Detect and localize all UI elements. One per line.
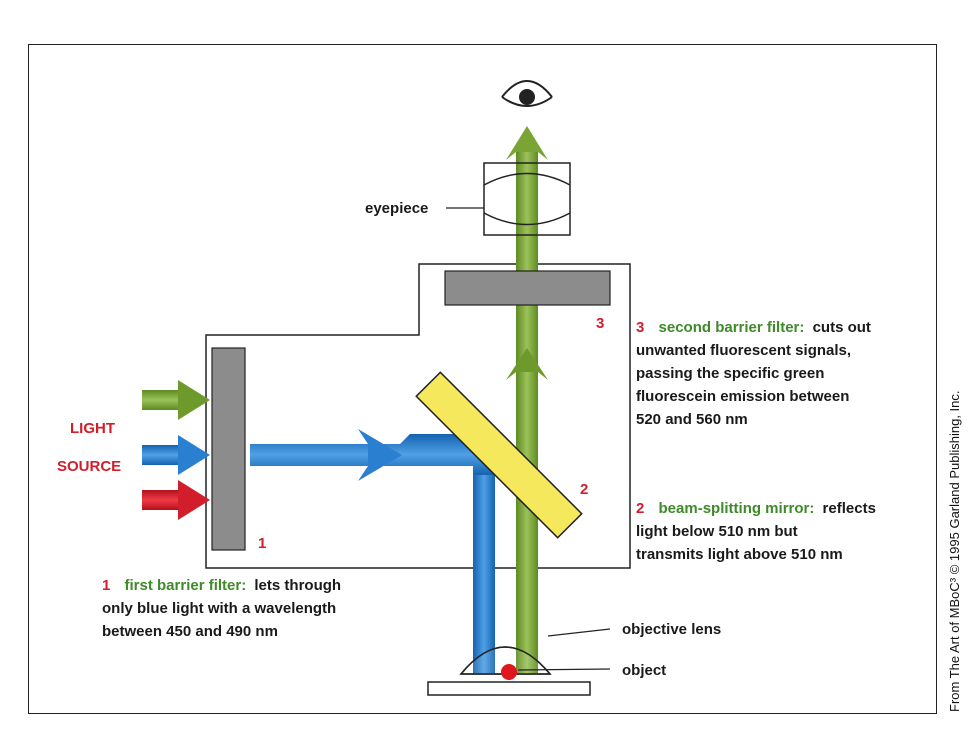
note1-line2: only blue light with a wavelength xyxy=(102,600,336,617)
light-source-label-line1: LIGHT xyxy=(70,420,115,437)
object-label: object xyxy=(622,662,666,679)
svg-text:2 beam-splitting mirror:: 2 beam-splitting mirror: reflects xyxy=(636,500,876,517)
note3-line4: fluorescein emission between xyxy=(636,388,849,405)
second-barrier-filter xyxy=(444,270,611,306)
light-source-label-line2: SOURCE xyxy=(57,458,121,475)
note-second-barrier-filter: 3 second barrier filter: cuts out unwant… xyxy=(636,319,871,428)
object-dot xyxy=(501,664,517,680)
marker-1: 1 xyxy=(258,535,266,552)
beam-splitting-mirror xyxy=(415,371,583,539)
objective-lens-label: objective lens xyxy=(622,621,721,638)
note3-line5: 520 and 560 nm xyxy=(636,411,748,428)
copyright-credit: From The Art of MBoC³ © 1995 Garland Pub… xyxy=(947,390,962,712)
note3-line3: passing the specific green xyxy=(636,365,824,382)
note3-line1: cuts out xyxy=(813,319,871,336)
first-barrier-filter xyxy=(211,347,246,551)
note3-line2: unwanted fluorescent signals, xyxy=(636,342,851,359)
green-beam-vertical xyxy=(516,150,538,665)
eye-icon xyxy=(501,80,553,107)
marker-2: 2 xyxy=(580,481,588,498)
eyepiece-lens xyxy=(483,162,571,236)
marker-3: 3 xyxy=(596,315,604,332)
note3-number: 3 xyxy=(636,319,644,336)
figure-border xyxy=(28,44,937,714)
note2-line1: reflects xyxy=(823,500,876,517)
blue-light-arrow xyxy=(142,435,210,475)
svg-text:3 second barrier filter:: 3 second barrier filter: cuts out xyxy=(636,319,871,336)
microscope-body-outline xyxy=(205,263,631,569)
note-beam-splitting-mirror: 2 beam-splitting mirror: reflects light … xyxy=(636,500,876,563)
note1-line1: lets through xyxy=(254,577,341,594)
note1-number: 1 xyxy=(102,577,110,594)
blue-beam-arrowhead xyxy=(358,429,402,481)
green-light-arrow xyxy=(142,380,210,420)
svg-text:1 first barrier filter:: 1 first barrier filter: lets through xyxy=(102,577,341,594)
blue-beam-vertical xyxy=(473,455,495,665)
specimen-slide xyxy=(427,681,591,696)
note2-line2: light below 510 nm but xyxy=(636,523,798,540)
note-first-barrier-filter: 1 first barrier filter: lets through onl… xyxy=(102,577,341,640)
note2-number: 2 xyxy=(636,500,644,517)
note2-line3: transmits light above 510 nm xyxy=(636,546,843,563)
note1-title: first barrier filter: xyxy=(125,577,247,594)
note3-title: second barrier filter: xyxy=(659,319,805,336)
eyepiece-label: eyepiece xyxy=(365,200,428,217)
object-leader xyxy=(517,668,611,671)
green-beam-mid-arrowhead xyxy=(506,348,548,380)
objective-lens xyxy=(459,636,552,675)
note2-title: beam-splitting mirror: xyxy=(659,500,815,517)
green-beam-top-arrowhead xyxy=(506,126,548,160)
note1-line3: between 450 and 490 nm xyxy=(102,623,278,640)
objective-lens-leader xyxy=(547,628,611,637)
red-light-arrow xyxy=(142,480,210,520)
